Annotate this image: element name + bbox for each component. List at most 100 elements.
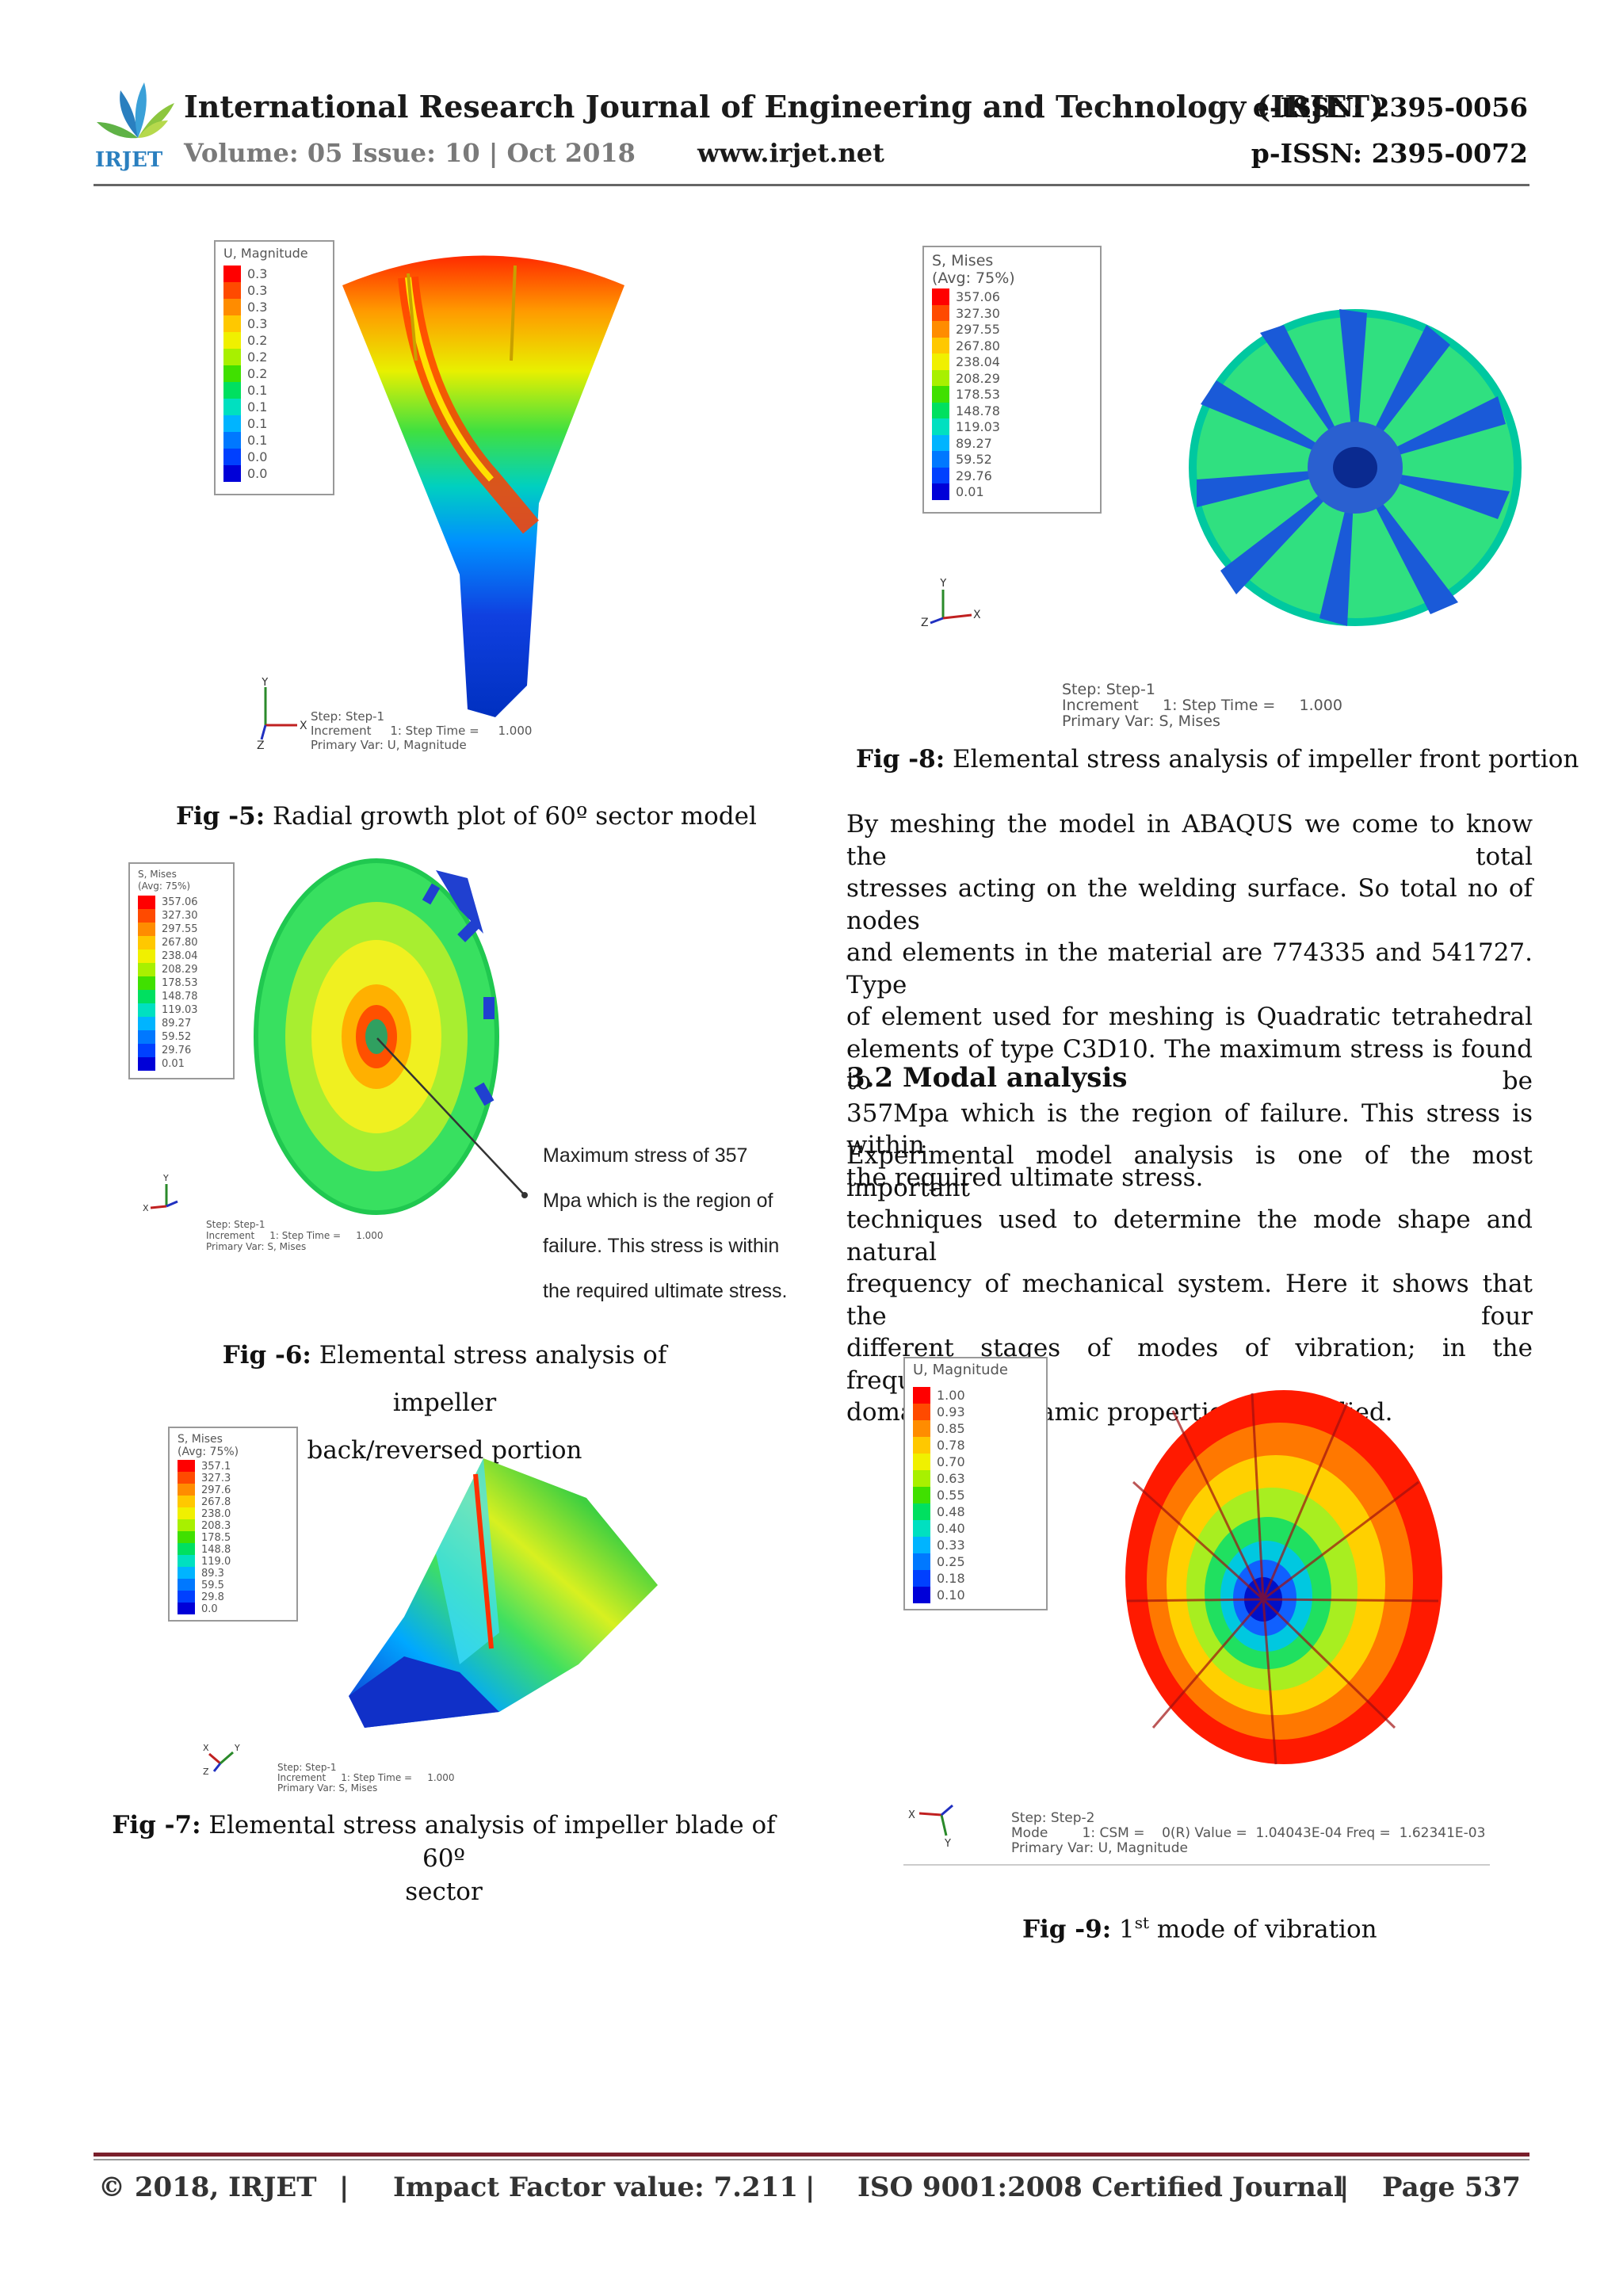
legend-swatch [138,949,155,963]
legend-level-label: 0.63 [937,1471,965,1486]
legend-level-label: 208.29 [162,964,198,976]
svg-text:IRJET: IRJET [95,148,163,171]
fig7-blade-sector-plot [349,1458,658,1728]
legend-swatch [913,1520,930,1537]
legend-swatch [178,1579,195,1591]
legend-swatch [223,266,241,282]
svg-text:X: X [143,1203,149,1213]
fig9-divider [903,1864,1490,1866]
legend-level-label: 267.8 [201,1496,231,1508]
legend-swatch [178,1555,195,1567]
legend-level-label: 178.53 [162,977,198,989]
legend-swatch [932,434,949,451]
legend-level-label: 0.2 [247,366,268,381]
legend-swatch [178,1591,195,1603]
legend-level-label: 357.1 [201,1461,231,1473]
footer-iso-certification: ISO 9001:2008 Certified Journal [857,2172,1344,2203]
legend-level-label: 0.3 [247,300,268,315]
legend-level-label: 327.3 [201,1473,231,1484]
legend-swatch [932,402,949,418]
footer-page-number: Page 537 [1382,2172,1521,2203]
legend-level-label: 0.0 [247,449,268,464]
legend-level-label: 0.2 [247,333,268,348]
fig9-caption: Fig -9: 1st mode of vibration [1022,1913,1377,1944]
legend-swatch [178,1603,195,1614]
legend-swatch [932,483,949,500]
legend-swatch [138,990,155,1003]
legend-swatch [138,923,155,936]
svg-text:X: X [973,609,981,621]
legend-swatch [138,1057,155,1071]
volume-issue: Volume: 05 Issue: 10 | Oct 2018 [184,138,636,168]
legend-level-label: 29.76 [956,468,992,483]
legend-swatch [932,467,949,483]
legend-level-label: 238.0 [201,1508,231,1520]
fig5-step-info: Step: Step-1 Increment 1: Step Time = 1.… [311,709,533,752]
legend-swatch [223,365,241,382]
footer-separator: | [339,2172,349,2203]
legend-swatch [913,1404,930,1420]
legend-swatch [913,1537,930,1553]
legend-swatch [138,1030,155,1044]
legend-level-label: 0.0 [201,1603,218,1615]
fig6-axis-triad-icon: Y X [143,1173,178,1213]
legend-swatch [178,1472,195,1484]
legend-swatch [932,321,949,338]
svg-text:X: X [300,720,307,732]
legend-swatch [223,382,241,399]
legend-level-label: 0.78 [937,1438,965,1453]
fig7-step-info: Step: Step-1 Increment 1: Step Time = 1.… [277,1762,455,1794]
legend-swatch [913,1454,930,1470]
legend-level-label: 0.3 [247,316,268,331]
fig6-caption: Fig -6: Elemental stress analysis of imp… [222,1341,667,1465]
legend-level-label: 327.30 [162,910,198,922]
legend-swatch [178,1460,195,1472]
legend-swatch [932,451,949,468]
legend-swatch [913,1503,930,1520]
footer-separator: | [805,2172,815,2203]
legend-swatch [223,399,241,415]
legend-swatch [932,369,949,386]
legend-level-label: 0.1 [247,399,268,415]
legend-swatch [178,1507,195,1519]
footer-rule-bottom [94,2159,1529,2160]
legend-swatch [138,963,155,976]
legend-swatch [138,976,155,990]
legend-swatch [178,1531,195,1543]
footer-separator: | [1339,2172,1350,2203]
fig6-impeller-back-plot [254,858,528,1215]
fig7-axis-triad-icon: X Y Z [203,1743,240,1777]
legend-swatch [178,1484,195,1496]
fig9-mode-shape-plot [1125,1390,1442,1765]
legend-swatch [913,1487,930,1503]
legend-swatch [913,1420,930,1437]
fig5-caption: Fig -5: Radial growth plot of 60º sector… [176,802,757,831]
legend-level-label: 0.10 [937,1587,965,1603]
legend-level-label: 0.40 [937,1521,965,1536]
svg-text:Y: Y [261,678,269,689]
svg-text:X: X [203,1743,209,1753]
legend-swatch [138,909,155,923]
journal-website[interactable]: www.irjet.net [697,138,884,168]
legend-swatch [178,1519,195,1531]
legend-level-label: 119.0 [201,1556,231,1568]
legend-swatch [223,415,241,432]
legend-swatch [138,936,155,949]
legend-level-label: 0.01 [162,1058,185,1070]
legend-level-label: 0.48 [937,1504,965,1519]
legend-level-label: 238.04 [956,354,1000,369]
legend-swatch [932,337,949,353]
header-divider [94,184,1529,186]
legend-level-label: 267.80 [956,338,1000,353]
footer-copyright: © 2018, IRJET [98,2172,317,2203]
legend-level-label: 0.0 [247,466,268,481]
legend-level-label: 29.8 [201,1591,224,1603]
legend-level-label: 238.04 [162,950,198,962]
